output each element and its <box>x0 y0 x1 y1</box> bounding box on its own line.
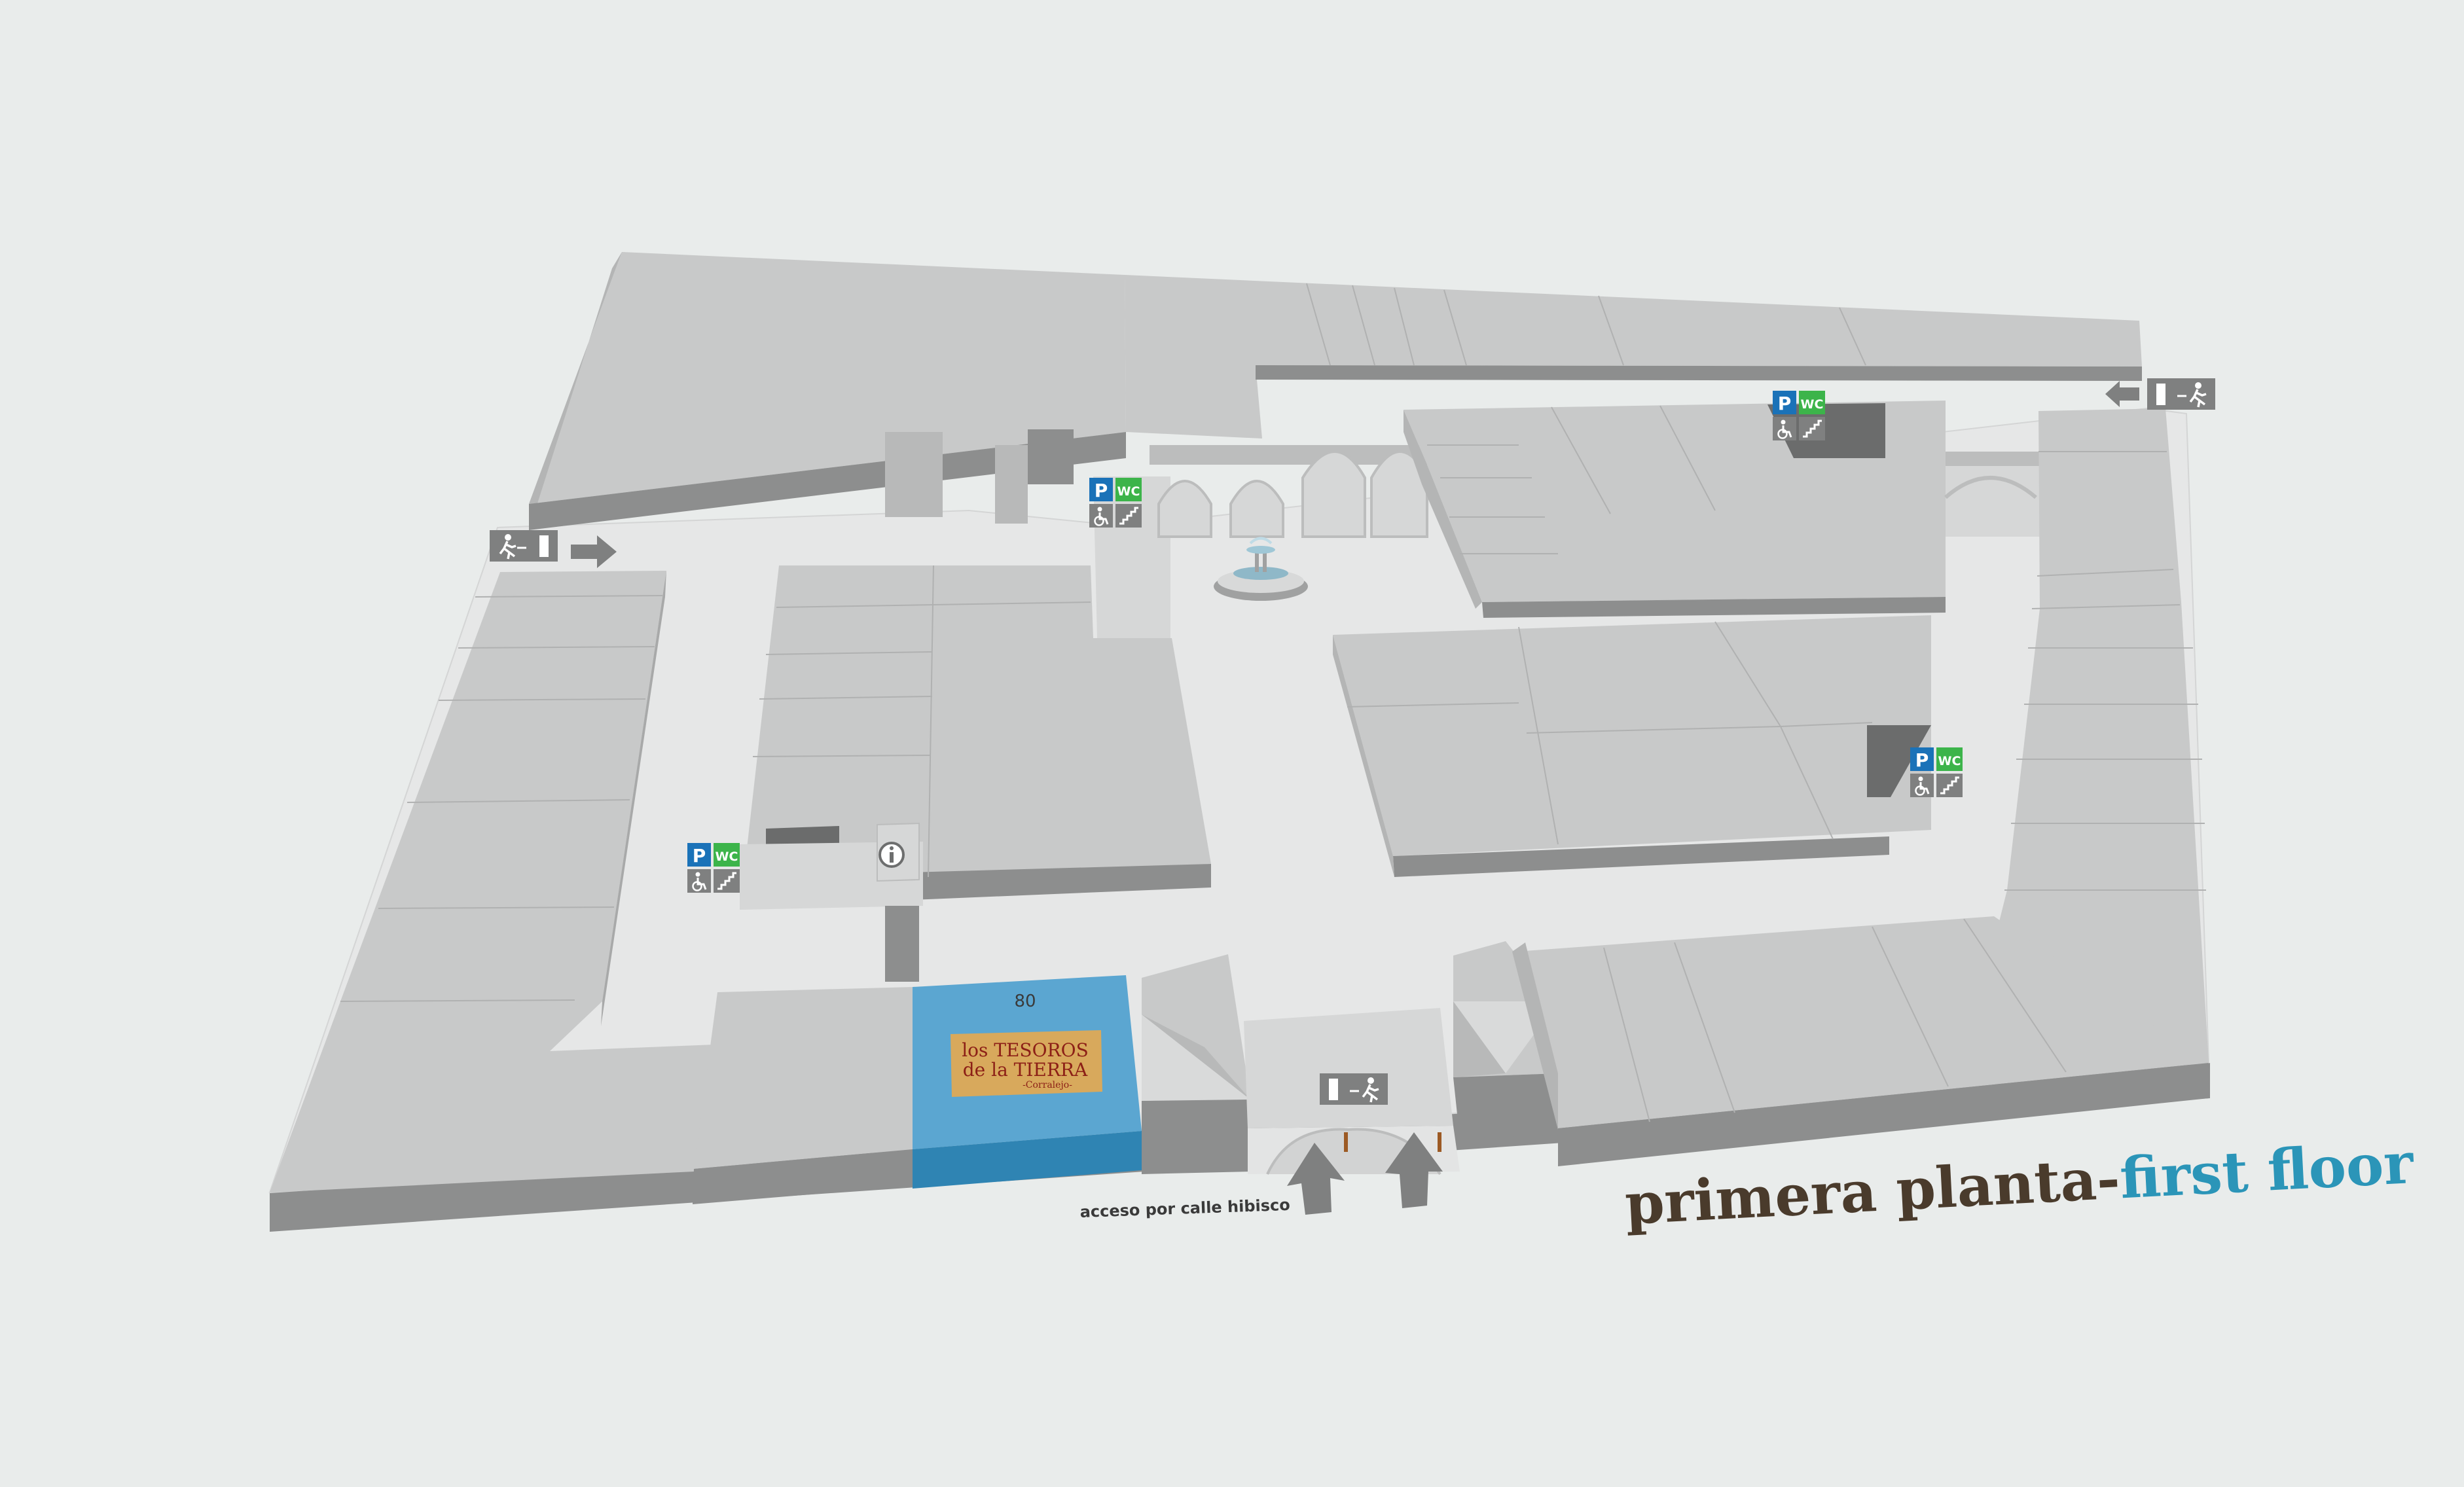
store-sign: los TESOROS de la TIERRA -Corralejo- <box>951 1030 1102 1097</box>
entrance-arrows <box>1287 1132 1443 1215</box>
front-row <box>693 987 913 1204</box>
arrow-icon <box>1287 1143 1345 1215</box>
arrow-icon <box>571 535 617 568</box>
information-icon[interactable] <box>879 842 905 868</box>
block-back-left <box>529 252 1126 530</box>
fountain-icon <box>1214 537 1308 601</box>
arrow-icon <box>1385 1132 1443 1208</box>
block-back-right <box>1125 275 2142 439</box>
store-sign-line3: -Corralejo- <box>1023 1080 1072 1090</box>
archway-right <box>1944 452 2040 537</box>
emergency-exit-icon <box>2146 377 2217 411</box>
arrow-icon <box>2105 381 2139 407</box>
access-label: acceso por calle hibisco <box>1079 1196 1290 1221</box>
front-right-row <box>1512 916 2209 1166</box>
floor-title-es: primera planta- <box>1623 1145 2122 1237</box>
floor-title-en: first floor <box>2118 1130 2416 1211</box>
store-number: 80 <box>1014 992 1036 1011</box>
block-left-wing <box>270 571 715 1192</box>
block-left-center <box>740 565 1211 982</box>
store-80[interactable]: 80 los TESOROS de la TIERRA -Corralejo- <box>913 975 1142 1189</box>
store-sign-line2: de la TIERRA <box>963 1059 1088 1081</box>
block-right-east <box>1994 408 2209 1063</box>
block-right-center <box>1333 615 1931 877</box>
emergency-exit-left[interactable] <box>488 529 559 563</box>
store-sign-line1: los TESOROS <box>962 1039 1089 1061</box>
block-right-upper <box>1404 401 1946 618</box>
emergency-exit-right[interactable] <box>2146 377 2217 411</box>
emergency-exit-front[interactable] <box>1318 1072 1389 1106</box>
emergency-exit-icon <box>1318 1072 1389 1106</box>
courtyard <box>995 429 1434 638</box>
front-entrance <box>1142 941 1558 1175</box>
emergency-exit-icon <box>488 529 559 563</box>
